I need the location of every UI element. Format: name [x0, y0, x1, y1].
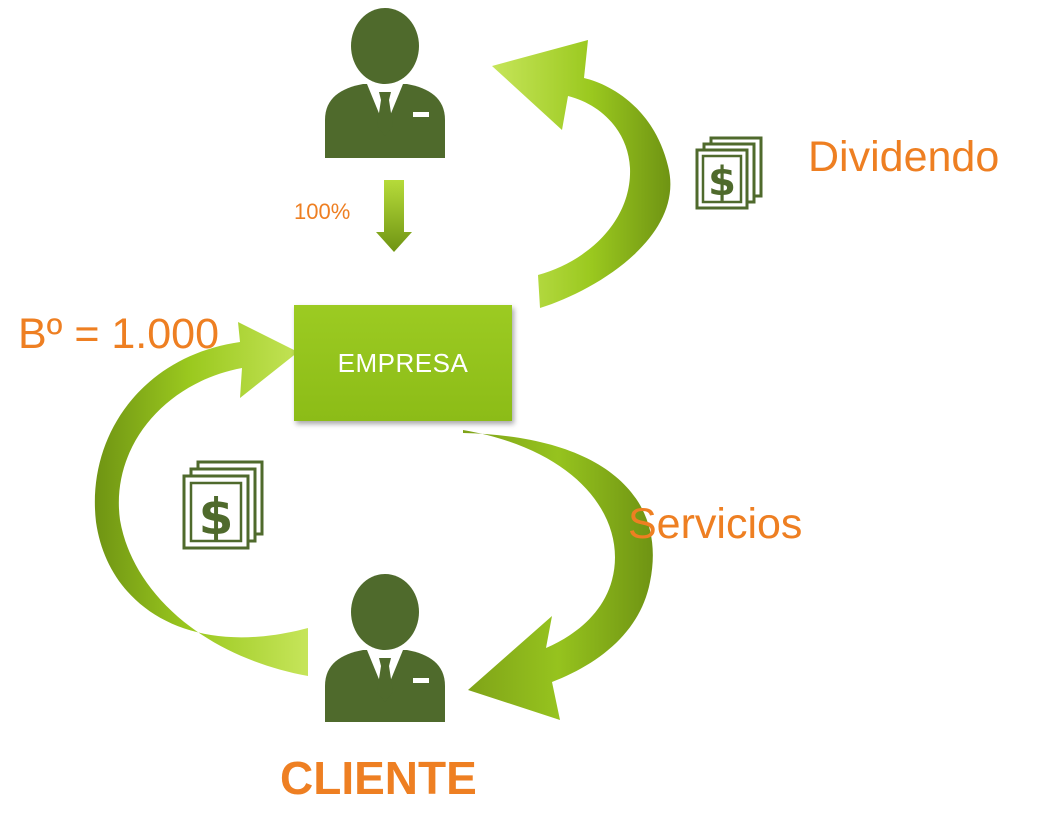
ownership-down-arrow	[376, 180, 412, 252]
services-label: Servicios	[628, 500, 803, 548]
services-flow-arrow	[463, 430, 653, 720]
dividend-label: Dividendo	[808, 133, 1000, 181]
payment-flow-arrow	[94, 322, 308, 676]
svg-text:$: $	[708, 159, 736, 205]
company-box: EMPRESA	[294, 305, 512, 421]
profit-label: Bº = 1.000	[18, 310, 219, 358]
shareholder-person-icon	[325, 8, 445, 158]
cash-stack-icon: $	[182, 460, 264, 550]
svg-text:$: $	[199, 488, 234, 546]
client-person-icon	[325, 574, 445, 722]
dividend-flow-arrow	[492, 40, 671, 308]
ownership-percent-label: 100%	[294, 199, 351, 224]
company-label: EMPRESA	[337, 347, 469, 378]
client-label: CLIENTE	[280, 752, 477, 804]
cash-stack-icon: $	[695, 136, 763, 210]
